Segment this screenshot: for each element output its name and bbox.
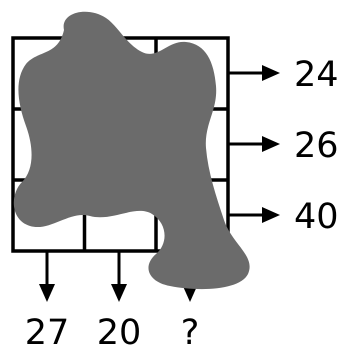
row-sum-3: 40: [294, 197, 339, 237]
column-sum-2: 20: [97, 313, 142, 352]
column-sum-3: ?: [181, 313, 200, 352]
row-sum-2: 26: [294, 126, 339, 166]
column-arrow-2: [111, 251, 127, 302]
row-sum-1: 24: [294, 55, 339, 95]
obscuring-blob: [14, 12, 250, 289]
row-arrow-3: [228, 207, 280, 223]
row-arrow-1: [228, 65, 280, 81]
row-arrow-2: [228, 136, 280, 152]
row-arrows: [228, 65, 280, 223]
column-arrow-1: [39, 251, 55, 302]
column-sum-1: 27: [25, 313, 70, 352]
